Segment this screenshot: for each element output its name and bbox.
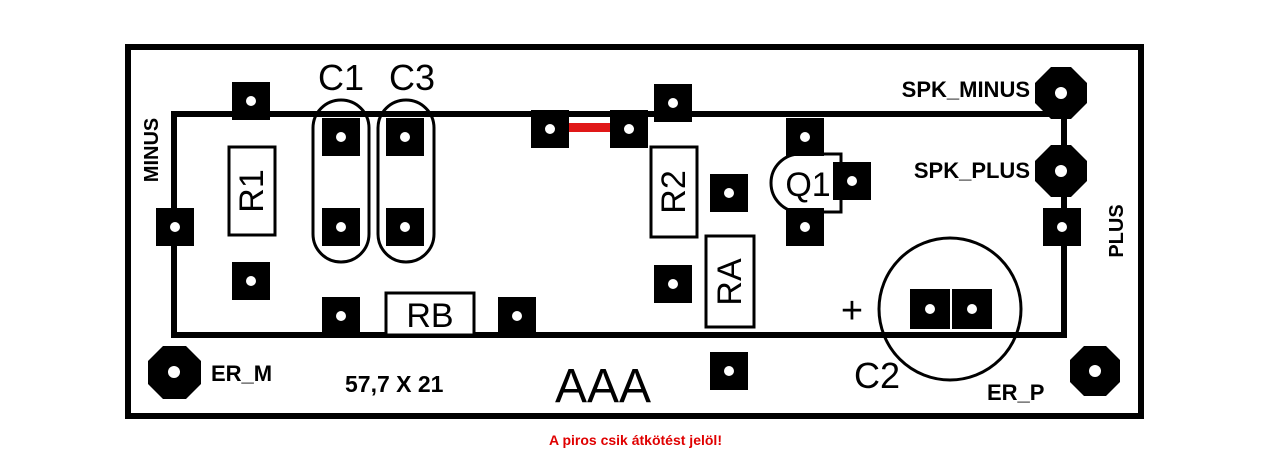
- drill-hole: [668, 98, 678, 108]
- label-c2: C2: [854, 355, 900, 396]
- drill-hole: [724, 188, 734, 198]
- drill-hole: [724, 366, 734, 376]
- label-r1: R1: [233, 169, 271, 212]
- label-spk-minus: SPK_MINUS: [902, 77, 1030, 102]
- drill-hole: [800, 222, 810, 232]
- drill-hole: [1055, 87, 1067, 99]
- label-rb: RB: [406, 297, 453, 335]
- drill-hole: [400, 132, 410, 142]
- drill-hole: [545, 124, 555, 134]
- label-r2: R2: [655, 170, 693, 213]
- label-q1: Q1: [785, 166, 830, 204]
- label-c2-polarity: +: [841, 290, 863, 332]
- square-pads: [156, 82, 1081, 390]
- r1-outline: [227, 145, 277, 237]
- drill-hole: [336, 222, 346, 232]
- drill-hole: [624, 124, 634, 134]
- label-er-p: ER_P: [987, 380, 1044, 405]
- label-battery: AAA: [555, 360, 651, 413]
- label-ra: RA: [711, 258, 749, 306]
- label-dimensions: 57,7 X 21: [345, 371, 444, 397]
- drill-hole: [1089, 365, 1101, 377]
- drill-hole: [246, 96, 256, 106]
- drill-hole: [512, 311, 522, 321]
- r2-outline: [649, 145, 699, 239]
- drill-hole: [925, 304, 935, 314]
- drill-hole: [847, 176, 857, 186]
- ra-outline: [704, 234, 756, 329]
- drill-hole: [668, 279, 678, 289]
- label-c3: C3: [389, 57, 435, 98]
- drill-hole: [170, 222, 180, 232]
- drill-hole: [246, 276, 256, 286]
- c1-outline: [311, 98, 371, 264]
- label-minus: MINUS: [141, 118, 163, 182]
- rb-outline: [384, 291, 476, 337]
- board-outline: [125, 44, 1144, 419]
- drill-hole: [967, 304, 977, 314]
- label-plus: PLUS: [1106, 204, 1128, 257]
- label-c1: C1: [318, 57, 364, 98]
- jumper-caption: A piros csik átkötést jelöl!: [549, 432, 722, 448]
- drill-hole: [168, 366, 180, 378]
- red-jumper: [566, 123, 616, 132]
- drill-holes: [168, 87, 1101, 378]
- c3-outline: [376, 98, 436, 264]
- drill-hole: [336, 311, 346, 321]
- drill-hole: [400, 222, 410, 232]
- drill-hole: [1057, 222, 1067, 232]
- label-spk-plus: SPK_PLUS: [914, 158, 1030, 183]
- drill-hole: [1055, 165, 1067, 177]
- label-er-m: ER_M: [211, 361, 272, 386]
- c2-outline: [877, 236, 1023, 382]
- drill-hole: [800, 132, 810, 142]
- octagon-pads: [148, 67, 1120, 399]
- drill-hole: [336, 132, 346, 142]
